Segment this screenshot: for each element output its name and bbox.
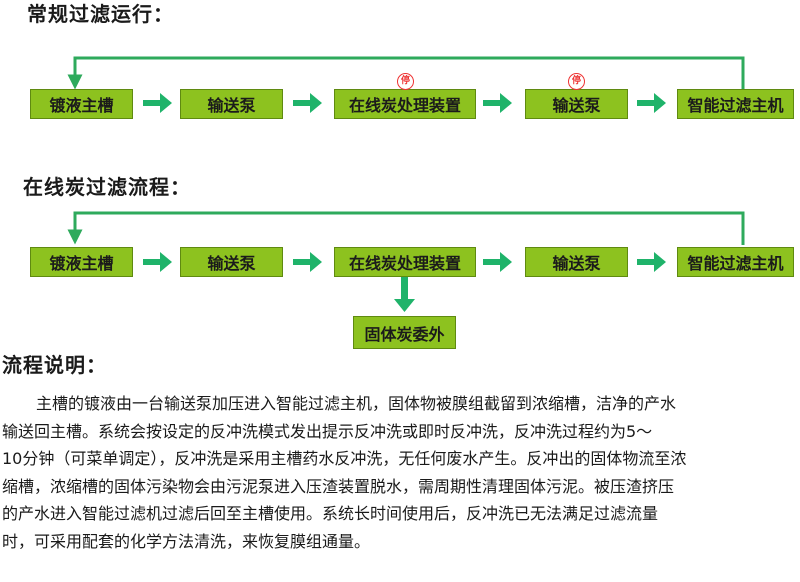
flow2-title: 在线炭过滤流程： (23, 175, 191, 199)
flow1-arrow-4 (637, 93, 666, 113)
flow1-arrow-3 (483, 93, 512, 113)
stop-badge-icon: 停 (397, 73, 414, 90)
description-line-2: 输送回主槽。系统会按设定的反冲洗模式发出提示反冲洗或即时反冲洗，反冲洗过程约为5… (2, 421, 653, 441)
flow1-arrow-2 (293, 93, 322, 113)
stop-badge-icon: 停 (568, 73, 585, 90)
flow2-box-pump-2: 输送泵 (525, 247, 628, 277)
description-line-4: 缩槽，浓缩槽的固体污染物会由污泥泵进入压渣装置脱水，需周期性清理固体污泥。被压渣… (2, 476, 675, 496)
flow2-arrow-4 (637, 252, 666, 272)
description-line-3: 10分钟（可菜单调定），反冲洗是采用主槽药水反冲洗，无任何废水产生。反冲出的固体… (2, 449, 687, 469)
flow2-box-filter-host: 智能过滤主机 (677, 247, 794, 277)
flow1-box-carbon-unit: 在线炭处理装置 (334, 89, 476, 119)
flow2-arrow-2 (293, 252, 322, 272)
flow1-box-filter-host: 智能过滤主机 (677, 89, 794, 119)
flow2-arrow-1 (143, 252, 172, 272)
flow1-arrow-1 (143, 93, 172, 113)
flow2-arrow-3 (483, 252, 512, 272)
flow2-box-main-tank: 镀液主槽 (30, 247, 133, 277)
flow1-box-pump-2: 输送泵 (525, 89, 628, 119)
flow1-return-line (67, 56, 745, 90)
flow1-title: 常规过滤运行： (27, 2, 174, 26)
description-line-5: 的产水进入智能过滤机过滤后回至主槽使用。系统长时间使用后，反冲洗已无法满足过滤流… (2, 504, 659, 524)
flow2-box-carbon-unit: 在线炭处理装置 (334, 247, 476, 277)
description-line-6: 时，可采用配套的化学方法清洗，来恢复膜组通量。 (2, 531, 371, 551)
flow1-box-pump-1: 输送泵 (180, 89, 283, 119)
description-line-1: 主槽的镀液由一台输送泵加压进入智能过滤主机，固体物被膜组截留到浓缩槽，洁净的产水 (36, 394, 677, 413)
flow1-box-main-tank: 镀液主槽 (30, 89, 133, 119)
flow2-return-line (67, 211, 745, 245)
flow2-box-pump-1: 输送泵 (180, 247, 283, 277)
flow2-arrow-down (394, 277, 415, 312)
flow2-box-solid-carbon-output: 固体炭委外 (353, 316, 456, 349)
description-paragraph: 主槽的镀液由一台输送泵加压进入智能过滤主机，固体物被膜组截留到浓缩槽，洁净的产水… (2, 390, 798, 556)
description-title: 流程说明： (2, 353, 107, 377)
